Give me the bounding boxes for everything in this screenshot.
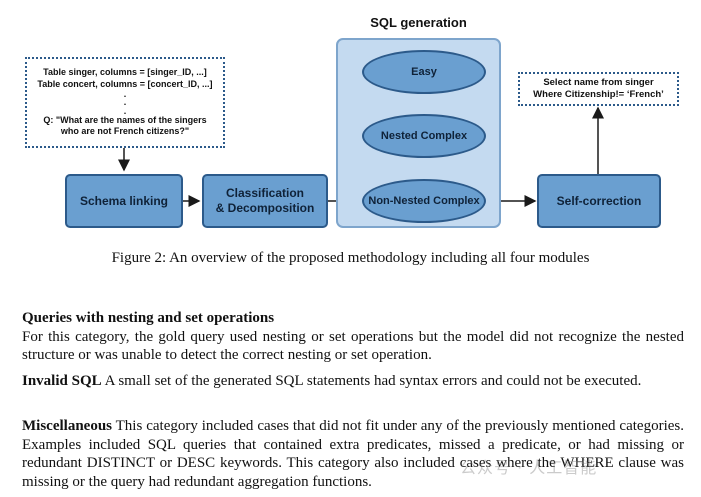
section-invalid-sql-body: A small set of the generated SQL stateme…	[104, 373, 642, 389]
non-nested-complex-label: Non-Nested Complex	[368, 195, 480, 207]
classification-box: Classification & Decomposition	[202, 174, 328, 228]
section-nesting: Queries with nesting and set operations …	[22, 309, 684, 365]
section-nesting-body: For this category, the gold query used n…	[22, 328, 684, 364]
schema-input-line1: Table singer, columns = [singer_ID, ...]	[43, 67, 207, 78]
schema-input-box: Table singer, columns = [singer_ID, ...]…	[25, 57, 225, 148]
output-sql-box: Select name from singer Where Citizenshi…	[518, 72, 679, 106]
methodology-diagram: Table singer, columns = [singer_ID, ...]…	[0, 0, 701, 240]
section-miscellaneous-heading: Miscellaneous	[22, 418, 112, 434]
output-sql-line2: Where Citizenship!= ‘French’	[533, 89, 664, 100]
nested-complex-label: Nested Complex	[380, 130, 468, 142]
nested-complex-ellipse: Nested Complex	[362, 114, 486, 158]
schema-linking-box: Schema linking	[65, 174, 183, 228]
section-miscellaneous-body: This category included cases that did no…	[22, 418, 684, 490]
section-invalid-sql-heading: Invalid SQL	[22, 373, 102, 389]
schema-linking-label: Schema linking	[79, 193, 169, 208]
section-miscellaneous: Miscellaneous This category included cas…	[22, 417, 684, 491]
self-correction-label: Self-correction	[556, 193, 642, 208]
easy-ellipse: Easy	[362, 50, 486, 94]
schema-input-ellipsis: . . .	[123, 89, 127, 116]
classification-label-line1: Classification	[225, 186, 305, 200]
watermark: 公众号 · 人工智能	[460, 458, 598, 477]
easy-label: Easy	[411, 66, 437, 78]
schema-input-line2: Table concert, columns = [concert_ID, ..…	[37, 78, 213, 89]
schema-input-question-line2: who are not French citizens?"	[60, 126, 190, 137]
output-sql-line1: Select name from singer	[543, 76, 654, 88]
section-nesting-heading: Queries with nesting and set operations	[22, 310, 275, 326]
figure-caption: Figure 2: An overview of the proposed me…	[111, 250, 590, 266]
non-nested-complex-ellipse: Non-Nested Complex	[362, 179, 486, 223]
sql-generation-title: SQL generation	[370, 15, 467, 30]
classification-label-line2: & Decomposition	[215, 201, 315, 215]
self-correction-box: Self-correction	[537, 174, 661, 228]
section-invalid-sql: Invalid SQL A small set of the generated…	[22, 372, 684, 391]
schema-input-question-line1: Q: "What are the names of the singers	[43, 114, 207, 125]
